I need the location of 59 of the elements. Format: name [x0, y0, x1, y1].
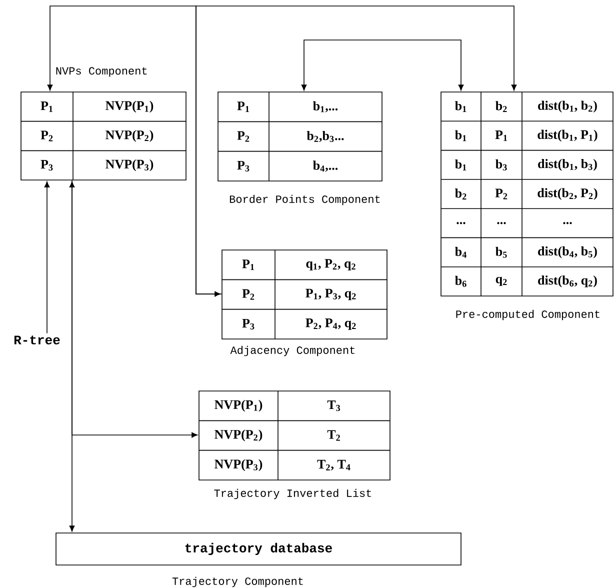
table-cell: T$_{2}$, T$_{4}$ [317, 460, 350, 470]
table-cell: dist(b$_{2}$, P$_{2}$) [538, 188, 598, 200]
table-caption: Adjacency Component [230, 346, 355, 356]
table-cell: P$_{3}$ [40, 160, 53, 171]
table-cell: dist(b$_{6}$, q$_{2}$) [538, 276, 597, 288]
arrow [196, 6, 517, 294]
table-cell: dist(b$_{1}$, P$_{1}$) [538, 130, 598, 142]
table-caption: Pre-computed Component [456, 310, 600, 320]
table-cell: NVP(P$_{1}$) [106, 100, 154, 113]
table-cell: b$_{1}$ [455, 130, 466, 142]
table-cell: ... [563, 222, 572, 224]
table-cell: NVP(P$_{3}$) [106, 159, 154, 172]
table-cell: NVP(P$_{2}$) [106, 130, 154, 142]
table-cell: P$_{2}$ [242, 289, 254, 300]
table-cell: ... [456, 222, 466, 224]
table-cell: b$_{3}$ [496, 159, 507, 170]
table-cell: q$_{1}$, P$_{2}$, q$_{2}$ [306, 259, 356, 270]
table-cell: q$_{2}$ [496, 276, 507, 286]
table-cell: dist(b$_{1}$, b$_{3}$) [538, 159, 597, 171]
table-cell: b$_{2}$ [496, 101, 507, 112]
table-cell: b$_{2}$,b$_{3}$... [306, 130, 344, 142]
table-cell: b$_{4}$,... [313, 160, 338, 172]
arrow [47, 6, 221, 297]
table-cell: P$_{3}$ [237, 160, 250, 172]
table-cell: P$_{1}$ [242, 260, 254, 270]
text-label: R-tree [14, 336, 60, 344]
table-cell: T$_{2}$ [327, 430, 340, 441]
table-cell: NVP(P$_{3}$) [214, 459, 262, 472]
table-cell: NVP(P$_{2}$) [214, 430, 262, 442]
table-cell: NVP(P$_{1}$) [214, 400, 262, 412]
table-caption: NVPs Component [56, 67, 147, 77]
table-cell: ... [497, 222, 506, 224]
table-cell: b$_{2}$ [455, 188, 466, 200]
arrow [72, 180, 198, 438]
table-cell: P$_{1}$ [495, 130, 508, 141]
table-cell: T$_{3}$ [327, 400, 340, 412]
table-cell: P$_{1}$ [237, 102, 250, 112]
table-cell: P$_{2}$ [40, 130, 53, 142]
table-cell: P$_{2}$, P$_{4}$, q$_{2}$ [306, 318, 356, 330]
table-cell: dist(b$_{1}$, b$_{2}$) [538, 100, 597, 112]
table-cell: b$_{1}$ [455, 101, 466, 112]
table-cell: b$_{1}$ [455, 159, 466, 170]
table-cell: P$_{2}$ [495, 188, 508, 200]
table-cell: P$_{1}$, P$_{3}$, q$_{2}$ [306, 288, 356, 300]
arrow [69, 181, 75, 532]
table-cell: dist(b$_{4}$, b$_{5}$) [538, 246, 597, 258]
table-caption: Trajectory Inverted List [214, 488, 372, 500]
table-cell: b$_{1}$,... [313, 101, 338, 112]
table-cell: b$_{6}$ [455, 276, 466, 287]
arrow [301, 40, 464, 91]
table-cell: b$_{5}$ [496, 246, 507, 258]
table-cell: P$_{1}$ [40, 102, 53, 112]
table-cell: P$_{3}$ [242, 318, 254, 330]
table-cell: b$_{4}$ [455, 246, 466, 258]
table-caption: Border Points Component [230, 194, 380, 206]
table-cell: P$_{2}$ [237, 131, 250, 142]
box-caption: Trajectory Component [172, 576, 303, 588]
arrow [44, 181, 50, 334]
database-box: trajectory database [56, 532, 462, 566]
